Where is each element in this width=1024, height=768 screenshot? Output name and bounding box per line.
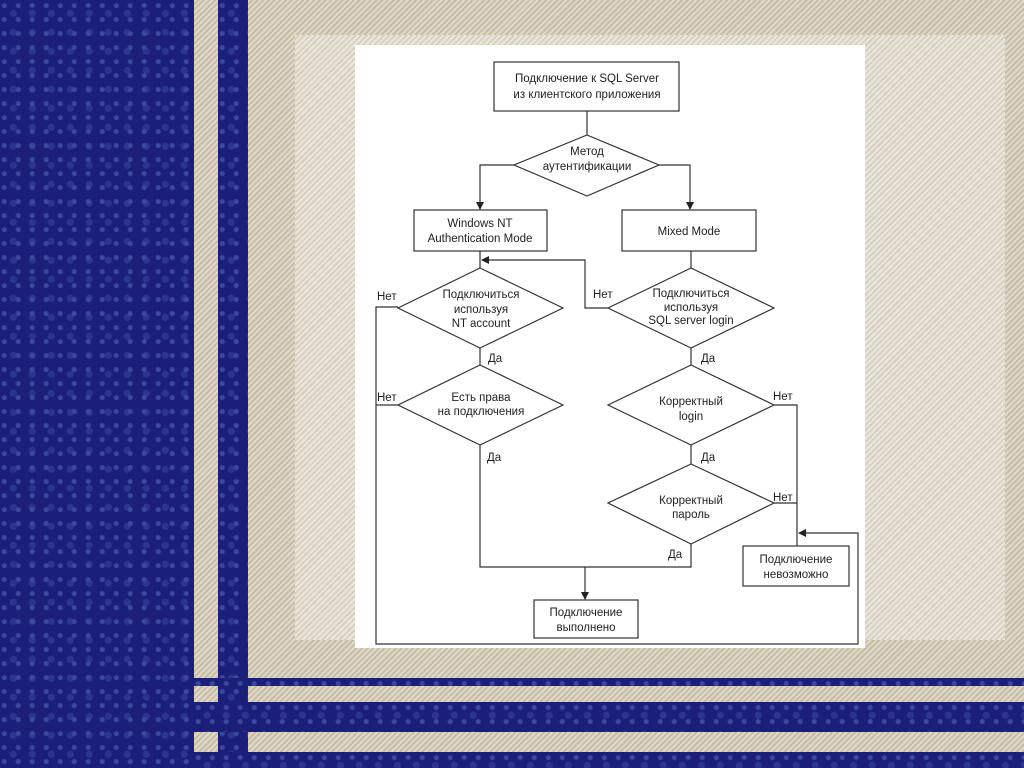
yes-label-login: Да: [701, 452, 716, 464]
windows-line-2: Authentication Mode: [428, 233, 533, 245]
no-label-password: Нет: [773, 492, 793, 504]
sql-line-1: Подключиться: [652, 288, 729, 300]
no-label-sql: Нет: [593, 289, 613, 301]
failure-line-2: невозможно: [764, 569, 829, 581]
windows-line-1: Windows NT: [447, 218, 512, 230]
nt-line-2: используя: [454, 304, 508, 316]
password-line-2: пароль: [672, 509, 710, 521]
start-box: [493, 61, 680, 112]
yes-label-rights: Да: [487, 452, 502, 464]
nt-line-3: NT account: [452, 318, 511, 330]
yes-label-password: Да: [668, 549, 683, 561]
left-navy-stripe: [218, 0, 248, 768]
auth-line-2: аутентификации: [543, 161, 632, 173]
success-line-1: Подключение: [550, 607, 623, 619]
login-line-1: Корректный: [659, 396, 723, 408]
has-rights-diamond: [396, 364, 565, 446]
no-label-login: Нет: [773, 391, 793, 403]
failure-box: [742, 545, 850, 587]
left-beige-stripe: [194, 0, 218, 768]
nt-line-1: Подключиться: [442, 289, 519, 301]
sql-line-3: SQL server login: [648, 315, 733, 327]
yes-label-sql: Да: [701, 353, 716, 365]
no-label-nt: Нет: [377, 291, 397, 303]
yes-label-nt: Да: [488, 353, 503, 365]
rights-line-1: Есть права: [451, 392, 511, 404]
success-box: [533, 599, 639, 639]
mixed-mode-label: Mixed Mode: [658, 226, 721, 238]
start-line-1: Подключение к SQL Server: [515, 73, 659, 85]
left-navy-band: [0, 0, 194, 768]
login-line-2: login: [679, 411, 703, 423]
sql-line-2: используя: [664, 302, 718, 314]
auth-line-1: Метод: [570, 146, 604, 158]
auth-method-diamond: [512, 134, 661, 197]
white-panel: [355, 45, 865, 648]
bottom-navy-stripe-2: [194, 702, 1024, 732]
start-line-2: из клиентского приложения: [513, 89, 660, 101]
bottom-navy-stripe-3: [194, 752, 1024, 768]
rights-line-2: на подключения: [438, 406, 525, 418]
bottom-navy-stripe-1: [194, 678, 1024, 686]
password-line-1: Корректный: [659, 495, 723, 507]
success-line-2: выполнено: [557, 622, 616, 634]
no-label-rights: Нет: [377, 392, 397, 404]
failure-line-1: Подключение: [760, 554, 833, 566]
mixed-mode-box: [621, 209, 757, 252]
